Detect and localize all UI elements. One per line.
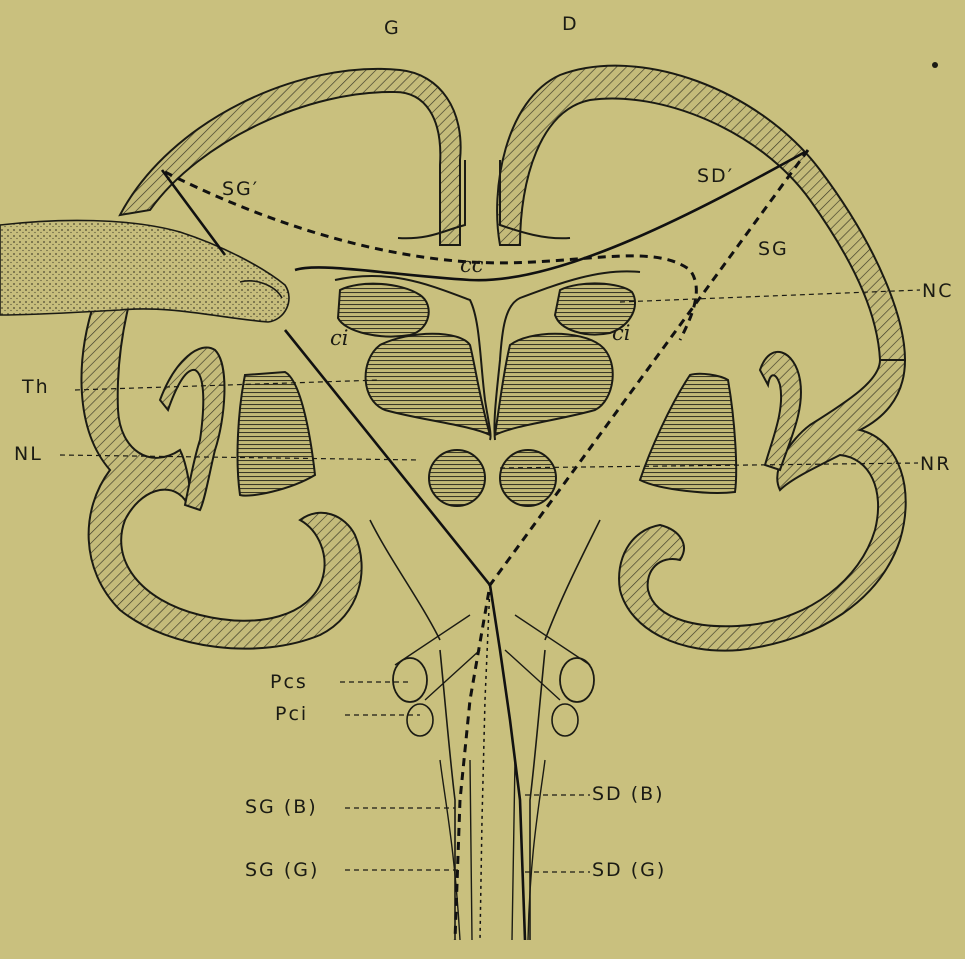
label-sg-b: SG (B) xyxy=(245,796,318,818)
left-lenticular-nucleus xyxy=(238,372,315,496)
label-nc: NC xyxy=(922,280,953,302)
label-g: G xyxy=(384,17,401,39)
right-red-nucleus xyxy=(500,450,556,506)
label-sd-prime: SD′ xyxy=(697,165,734,187)
label-pci: Pci xyxy=(275,703,308,725)
label-sd-g: SD (G) xyxy=(592,859,666,881)
right-lenticular-nucleus xyxy=(640,374,736,493)
label-th: Th xyxy=(21,376,50,398)
right-lateral-cortex xyxy=(619,360,906,651)
label-sd-b: SD (B) xyxy=(592,783,665,805)
label-ci-left: ci xyxy=(330,326,348,350)
label-nr: NR xyxy=(920,453,951,475)
label-sg: SG xyxy=(758,238,789,260)
left-peduncle-inferior xyxy=(407,704,433,736)
right-peduncle-inferior xyxy=(552,704,578,736)
label-pcs: Pcs xyxy=(270,671,308,693)
th-leader xyxy=(75,380,380,390)
left-thalamus xyxy=(366,334,490,435)
label-sg-g: SG (G) xyxy=(245,859,319,881)
left-peduncle-superior xyxy=(393,658,427,702)
left-lateral-cortex xyxy=(81,300,361,649)
left-hemisphere-cortex xyxy=(120,69,461,245)
interhemispheric-fissure xyxy=(398,160,570,238)
label-sg-prime: SG′ xyxy=(222,178,259,200)
finger-illustration xyxy=(0,220,289,322)
label-cc: cc xyxy=(460,253,484,277)
speck-dot xyxy=(932,62,938,68)
left-caudate-nucleus xyxy=(338,284,429,337)
label-nl: NL xyxy=(14,443,43,465)
label-d: D xyxy=(562,13,579,35)
right-thalamus xyxy=(495,334,613,435)
label-ci-right: ci xyxy=(612,321,630,345)
left-red-nucleus xyxy=(429,450,485,506)
